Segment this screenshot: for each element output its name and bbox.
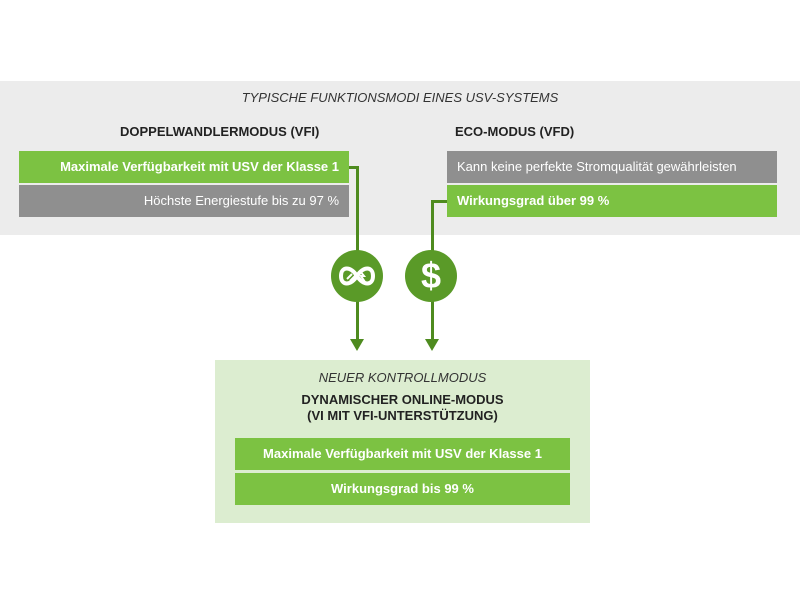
vfi-mode-heading: DOPPELWANDLERMODUS (VFI) [120,124,320,139]
title-line-2: (VI MIT VFI-UNTERSTÜTZUNG) [307,408,498,423]
dynamic-online-mode-title: DYNAMISCHER ONLINE-MODUS (VI MIT VFI-UNT… [215,392,590,424]
result-availability-bar: Maximale Verfügbarkeit mit USV der Klass… [235,438,570,470]
title-line-1: DYNAMISCHER ONLINE-MODUS [301,392,504,407]
connector-left-horizontal [349,166,358,169]
vfi-availability-bar: Maximale Verfügbarkeit mit USV der Klass… [19,151,349,183]
diagram-title: TYPISCHE FUNKTIONSMODI EINES USV-SYSTEMS [241,90,559,105]
eco-efficiency-bar: Wirkungsgrad über 99 % [447,185,777,217]
new-control-mode-subtitle: NEUER KONTROLLMODUS [318,370,487,385]
dollar-icon: $ [405,250,457,302]
connector-right-horizontal [431,200,447,203]
eco-quality-bar: Kann keine perfekte Stromqualität gewähr… [447,151,777,183]
vfi-energy-bar: Höchste Energiestufe bis zu 97 % [19,185,349,217]
result-efficiency-bar: Wirkungsgrad bis 99 % [235,473,570,505]
infinity-plug-lightning-icon [331,250,383,302]
arrow-down-left-icon [350,339,364,351]
eco-mode-heading: ECO-MODUS (VFD) [455,124,575,139]
arrow-down-right-icon [425,339,439,351]
